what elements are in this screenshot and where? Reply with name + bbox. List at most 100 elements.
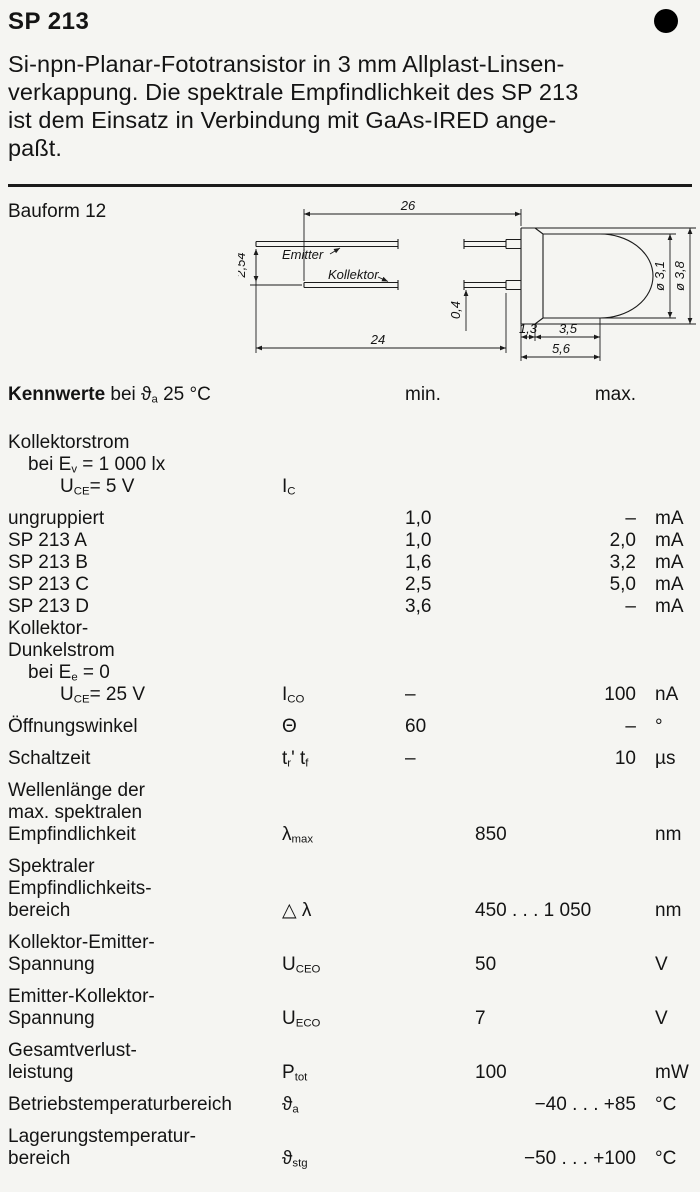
table-row: SP 213 B 1,6 3,2 mA [8, 552, 692, 574]
collector-lead-label: Kollektor [328, 267, 379, 282]
row-unit: V [655, 954, 668, 975]
table-row: SP 213 A 1,0 2,0 mA [8, 530, 692, 552]
row-max-value: 5,0 [609, 574, 636, 595]
row-unit: nA [655, 684, 679, 705]
dim-lead-pitch-label: 2,54 [238, 252, 248, 278]
row-label: Kollektor- [8, 618, 89, 639]
row-max-value: – [625, 508, 636, 529]
table-row: UCE= 5 V IC [8, 476, 692, 498]
row-symbol: UCEO [282, 954, 321, 976]
row-label: Wellenlänge der [8, 780, 145, 801]
table-row: leistung Ptot 100 mW [8, 1062, 692, 1084]
dim-flange-label: 1,3 [519, 321, 538, 336]
table-row: Kollektor- [8, 618, 692, 640]
corner-dot-marker [654, 9, 678, 33]
table-row: Emitter-Kollektor- [8, 986, 692, 1008]
table-row: max. spektralen [8, 802, 692, 824]
table-row: bereich △ λ 450 . . . 1 050 nm [8, 900, 692, 922]
row-label: Gesamtverlust- [8, 1040, 137, 1061]
row-symbol: △ λ [282, 900, 312, 921]
dim-lead-thickness-label: 0,4 [448, 301, 463, 319]
row-unit: mA [655, 552, 684, 573]
description-paragraph: Si-npn-Planar-Fototransistor in 3 mm All… [8, 50, 692, 162]
row-label: leistung [8, 1062, 74, 1083]
row-unit: mA [655, 574, 684, 595]
description-line: paßt. [8, 135, 63, 161]
row-label: SP 213 C [8, 574, 89, 595]
dim-diameter-body-label: ø 3,1 [652, 261, 667, 291]
row-min-value: 1,6 [405, 552, 432, 573]
emitter-lead-label: Emitter [282, 247, 324, 262]
row-unit: nm [655, 900, 682, 921]
row-unit: µs [655, 748, 676, 769]
row-symbol: ICO [282, 684, 305, 706]
row-min-value: – [405, 684, 416, 705]
table-row: ungruppiert 1,0 – mA [8, 508, 692, 530]
bauform-label: Bauform 12 [8, 201, 107, 222]
row-label: SP 213 A [8, 530, 87, 551]
table-row: Dunkelstrom [8, 640, 692, 662]
row-label: UCE= 5 V [60, 476, 135, 498]
table-row: Gesamtverlust- [8, 1040, 692, 1062]
table-row: Spannung UECO 7 V [8, 1008, 692, 1030]
table-row: Spektraler [8, 856, 692, 878]
masthead: SP 213 [8, 8, 692, 38]
row-min-value: 1,0 [405, 508, 432, 529]
row-min-value: 60 [405, 716, 427, 737]
dim-total-label: 5,6 [552, 341, 571, 356]
row-min-value: 2,5 [405, 574, 432, 595]
dim-diameter-flange-label: ø 3,8 [672, 260, 687, 290]
row-label: bei Ee = 0 [28, 662, 110, 684]
row-max-value: 3,2 [609, 552, 636, 573]
separator-rule [8, 184, 692, 187]
row-symbol: IC [282, 476, 296, 498]
row-max-value: 450 . . . 1 050 [475, 900, 592, 921]
row-label: Öffnungswinkel [8, 716, 138, 737]
row-unit: °C [655, 1094, 677, 1115]
description-line: verkappung. Die spektrale Empfindlichkei… [8, 79, 579, 105]
dim-length-top-label: 26 [400, 198, 416, 213]
dimension-lines [250, 209, 696, 361]
row-label: Dunkelstrom [8, 640, 115, 661]
row-max-value: – [625, 716, 636, 737]
row-unit: mA [655, 508, 684, 529]
table-row: Kollektor-Emitter- [8, 932, 692, 954]
row-label: SP 213 D [8, 596, 89, 617]
min-column-header: min. [405, 384, 441, 405]
row-max-value: 850 [475, 824, 507, 845]
table-header-title: Kennwerte bei ϑa 25 °C [8, 384, 282, 406]
row-symbol: λmax [282, 824, 314, 846]
package-figure: Bauform 12 [8, 187, 696, 384]
row-symbol: Θ [282, 716, 297, 737]
row-label: SP 213 B [8, 552, 88, 573]
dim-front-label: 3,5 [559, 321, 578, 336]
row-label: Kollektorstrom [8, 432, 130, 453]
condition-label: bei ϑa 25 °C [110, 384, 211, 406]
row-unit: mA [655, 530, 684, 551]
row-max-value: – [625, 596, 636, 617]
max-column-header: max. [594, 384, 636, 405]
table-row: Öffnungswinkel Θ 60 – ° [8, 716, 692, 738]
row-label: Kollektor-Emitter- [8, 932, 155, 953]
dim-length-bottom-label: 24 [370, 332, 385, 347]
dimension-labels: 26 24 2,54 0,4 1,3 3,5 5,6 ø 3,1 ø 3,8 E… [238, 198, 687, 356]
table-row: Empfindlichkeit λmax 850 nm [8, 824, 692, 846]
lead-wires [255, 238, 521, 291]
row-unit: °C [655, 1148, 677, 1169]
table-row: Kollektorstrom [8, 432, 692, 454]
table-row: bei Ev = 1 000 lx [8, 454, 692, 476]
row-label: Betriebstemperaturbereich [8, 1094, 232, 1115]
row-unit: V [655, 1008, 668, 1029]
row-label: Schaltzeit [8, 748, 91, 769]
table-row: bereich ϑstg −50 . . . +100 °C [8, 1148, 692, 1170]
row-label: bei Ev = 1 000 lx [28, 454, 166, 476]
row-unit: mA [655, 596, 684, 617]
table-row: UCE= 25 V ICO – 100 nA [8, 684, 692, 706]
row-max-value: 7 [475, 1008, 486, 1029]
row-unit: ° [655, 716, 663, 737]
row-max-value: −50 . . . +100 [524, 1148, 636, 1169]
row-label: Spannung [8, 1008, 95, 1029]
row-label: bereich [8, 900, 71, 921]
row-label: ungruppiert [8, 508, 105, 529]
